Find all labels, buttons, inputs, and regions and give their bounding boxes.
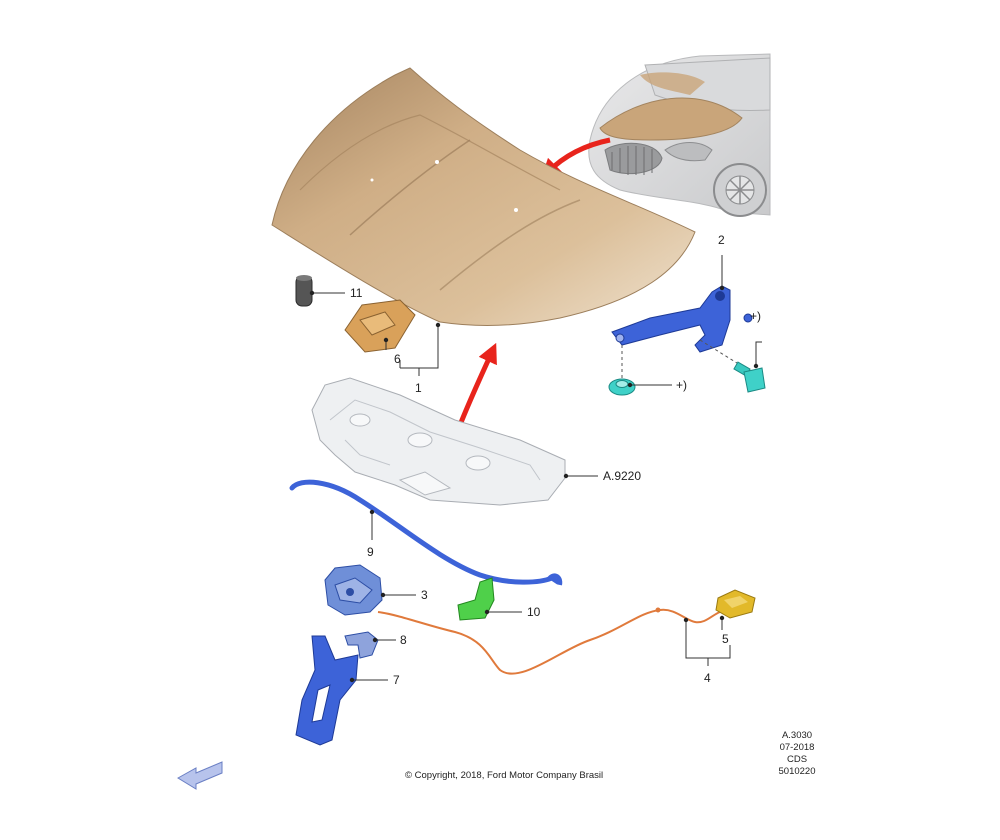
drawing-source: CDS (787, 754, 807, 765)
callout-plus-1: +) (750, 309, 761, 323)
hood-insulator-part (311, 377, 566, 506)
callout-9: 9 (367, 545, 374, 559)
latch-small-bracket-part (344, 631, 379, 659)
latch-support-part (295, 635, 359, 746)
hinge-bolt-part (733, 361, 766, 393)
inset-hood-highlight (599, 97, 743, 141)
hood-latch-part (324, 564, 383, 616)
release-cable-part (377, 608, 721, 675)
drawing-info-block: A.3030 07-2018 CDS 5010220 (779, 730, 816, 777)
callout-8: 8 (400, 633, 407, 647)
callout-5: 5 (722, 632, 729, 646)
callout-6: 6 (394, 352, 401, 366)
hinge-nut-part (608, 378, 636, 396)
drawing-date: 07-2018 (780, 742, 815, 753)
rod-retainer-part (457, 577, 495, 621)
callout-a9220: A.9220 (603, 469, 641, 483)
callout-1: 1 (415, 381, 422, 395)
callout-3: 3 (421, 588, 428, 602)
release-handle-part (715, 589, 756, 619)
bumper-stop-part (295, 275, 313, 307)
callout-11: 11 (350, 286, 363, 300)
hood-panel (271, 67, 696, 326)
hood-hinge-part (611, 285, 753, 353)
support-rod-part (289, 479, 561, 585)
callout-2: 2 (718, 233, 725, 247)
striker-bracket-part (344, 299, 416, 353)
red-arrow-up-icon (457, 342, 497, 426)
callout-10: 10 (527, 605, 541, 619)
callout-plus-2: +) (676, 378, 687, 392)
callout-7: 7 (393, 673, 400, 687)
vehicle-inset (588, 53, 771, 217)
drawing-id: A.3030 (782, 730, 812, 741)
drawing-number: 5010220 (779, 766, 816, 777)
copyright-text: © Copyright, 2018, Ford Motor Company Br… (405, 770, 603, 781)
front-direction-arrow-icon (177, 761, 223, 790)
callout-4: 4 (704, 671, 711, 685)
